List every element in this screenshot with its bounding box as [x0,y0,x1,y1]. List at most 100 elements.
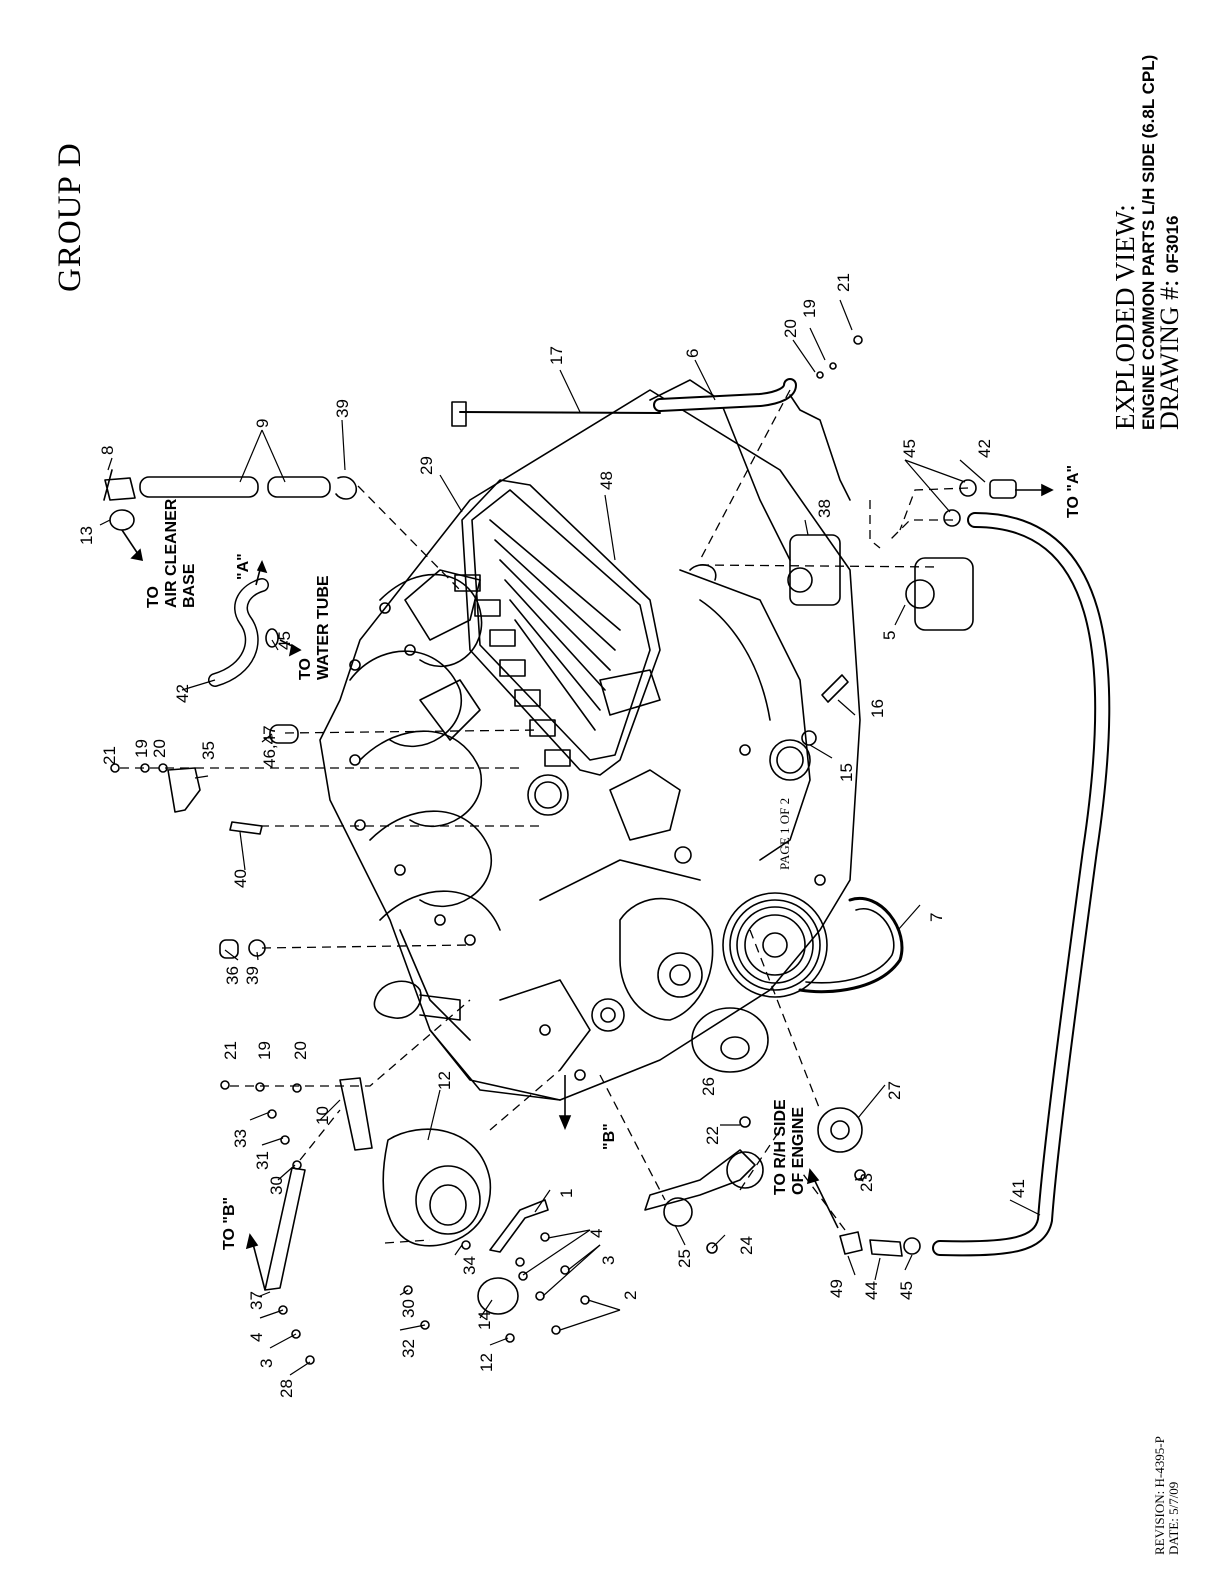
callout-14: 14 [475,1311,494,1330]
bracket-1 [489,1199,549,1253]
callout-32: 32 [399,1339,418,1358]
callout-48: 48 [597,471,616,490]
callout-20: 20 [781,319,800,338]
callout-44: 44 [862,1281,881,1300]
callout-31: 31 [253,1151,272,1170]
to-a-label: TO "A" [1065,465,1082,518]
callout-7: 7 [927,913,946,922]
callout-10: 10 [313,1106,332,1125]
callout-13: 13 [77,526,96,545]
loose-parts-art [103,335,1111,1365]
callout-45-left: 45 [275,631,294,650]
strap-37 [264,1167,306,1291]
callout-20-top: 20 [150,739,169,758]
ref-b: "B" [601,1123,618,1150]
bracket-35 [167,767,201,813]
callout-42-right: 42 [975,439,994,458]
ref-a-top: "A" [235,553,252,580]
callout-49: 49 [827,1279,846,1298]
routing-labels: TO AIR CLEANER BASE TO WATER TUBE "A" TO… [145,465,1082,1250]
oil-cooler-38 [789,534,841,606]
to-air-cleaner-line-2: AIR CLEANER [163,498,180,608]
to-water-tube-line-2: WATER TUBE [315,575,332,680]
callout-1: 1 [557,1189,576,1198]
callout-41: 41 [1009,1179,1028,1198]
sensor-16 [821,674,849,703]
callout-28: 28 [277,1379,296,1398]
grommet-13 [109,509,135,531]
callout-46-47: 46,47 [260,725,279,768]
callout-2: 2 [621,1291,640,1300]
to-rh-side-line-1: TO R/H SIDE [772,1099,789,1195]
to-rh-side-line-2: OF ENGINE [790,1107,807,1195]
callout-27: 27 [885,1081,904,1100]
callout-37: 37 [247,1291,266,1310]
callout-8: 8 [98,446,117,455]
callout-40: 40 [231,869,250,888]
callout-21: 21 [834,273,853,292]
callout-30-bottom: 30 [399,1299,418,1318]
hose-9a [139,476,259,498]
engine-block-art [319,379,861,1101]
callout-12-top: 12 [435,1071,454,1090]
callout-3-right: 3 [599,1256,618,1265]
fitting-44 [869,1239,903,1257]
to-air-cleaner-line-3: BASE [181,563,198,608]
clamp-45-left [265,628,279,648]
callout-19: 19 [800,299,819,318]
leader-lines [99,299,1041,1376]
clamp-39-top [335,476,358,500]
elbow-8 [103,469,136,501]
callout-45-right: 45 [900,439,919,458]
callout-21-mid: 21 [221,1041,240,1060]
ring-46-47 [269,724,299,744]
clamp-45-right-b [943,509,961,527]
callout-26: 26 [699,1077,718,1096]
callout-35: 35 [199,741,218,760]
callout-23: 23 [857,1173,876,1192]
callout-3-left: 3 [257,1359,276,1368]
tensioner-25 [644,1149,756,1211]
dipstick-17 [459,411,661,414]
callout-15: 15 [837,763,856,782]
callout-9: 9 [253,419,272,428]
bracket-10 [339,1077,373,1151]
fitting-15 [801,730,817,746]
oil-filter-5 [914,557,974,631]
callout-33: 33 [231,1129,250,1148]
assembly-lines [120,389,969,1244]
to-air-cleaner-line-1: TO [145,586,162,608]
clamp-45-bottom [903,1237,921,1255]
callout-38: 38 [815,499,834,518]
idler-27 [817,1107,863,1153]
callout-numbers: 8 13 9 39 29 17 6 20 19 21 38 45 42 48 5… [77,273,1028,1398]
fitting-49 [839,1231,863,1255]
callout-24: 24 [737,1236,756,1255]
callout-36: 36 [223,966,242,985]
connector-42-right [989,479,1017,499]
callout-19-top: 19 [132,739,151,758]
callout-21-top: 21 [100,746,119,765]
callout-29: 29 [417,456,436,475]
callout-17: 17 [547,346,566,365]
callout-42-left: 42 [173,684,192,703]
callout-16: 16 [868,699,887,718]
to-water-tube-line-1: TO [297,658,314,680]
callout-19-mid: 19 [255,1041,274,1060]
hose-9b [267,476,331,498]
callout-25: 25 [675,1249,694,1268]
callout-39-top: 39 [333,399,352,418]
callout-12-bottom: 12 [477,1353,496,1372]
callout-6: 6 [683,349,702,358]
sensor-40 [229,821,263,835]
alternator-12 [382,1128,492,1247]
cap-36 [219,939,239,959]
belt-7 [798,896,904,994]
callout-30-top: 30 [267,1176,286,1195]
to-b-label: TO "B" [221,1197,238,1250]
callout-39-left: 39 [243,966,262,985]
pulley-26 [691,1007,769,1073]
callout-5: 5 [880,631,899,640]
